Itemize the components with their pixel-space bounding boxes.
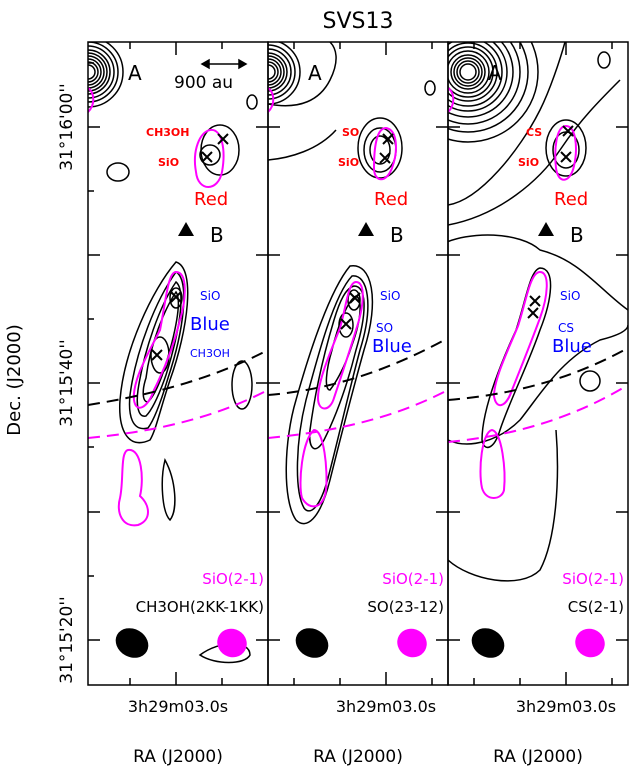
molecule-label: CH3OH(2KK-1KK)	[136, 598, 264, 616]
beam-black	[115, 628, 149, 658]
scale-bar-label: 900 au	[174, 73, 233, 93]
peak-markers	[527, 125, 574, 319]
sio-overlay-label: SiO(2-1)	[562, 570, 624, 588]
red-tag: CH3OH	[146, 126, 190, 139]
x-tick-label: 3h29m03.0s	[516, 697, 616, 716]
figure-title: SVS13	[323, 9, 394, 34]
sio-overlay-label: SiO(2-1)	[202, 570, 264, 588]
beam-magenta	[397, 628, 427, 658]
peak-markers	[340, 133, 394, 330]
red-lobe-contour	[545, 119, 587, 177]
y-tick-label: 31°15'40''	[57, 339, 77, 426]
molecule-label: SO(23-12)	[367, 598, 444, 616]
source-b-label: B	[390, 223, 404, 247]
red-lobe-label: Red	[194, 189, 228, 210]
y-tick-label: 31°16'00''	[57, 83, 77, 170]
blue-tag: SO	[376, 321, 393, 335]
peak-markers	[151, 133, 229, 361]
panel-3	[447, 41, 629, 686]
blue-lobe-label: Blue	[552, 336, 592, 357]
blue-tag: SiO	[560, 289, 580, 303]
x-tick-label: 3h29m03.0s	[128, 697, 228, 716]
panel-2-ticks	[268, 42, 448, 685]
panel-3-ticks	[448, 42, 628, 685]
molecule-label: CS(2-1)	[568, 598, 624, 616]
red-tag: SO	[342, 126, 359, 139]
red-lobe-label: Red	[374, 189, 408, 210]
source-a-contours	[268, 42, 301, 105]
source-a-label: A	[128, 61, 142, 85]
blue-lobe-label: Blue	[190, 314, 230, 335]
x-axis-label: RA (J2000)	[493, 747, 583, 767]
red-lobe-label: Red	[554, 189, 588, 210]
source-b-label: B	[210, 223, 224, 247]
panel-1-ticks	[88, 42, 268, 685]
source-a-label: A	[308, 61, 322, 85]
y-axis-label: Dec. (J2000)	[4, 324, 25, 435]
source-a-contours	[448, 42, 539, 143]
beam-magenta	[217, 628, 247, 658]
sio-overlay-label: SiO(2-1)	[382, 570, 444, 588]
panel-2	[267, 41, 449, 686]
blue-tag: SiO	[200, 289, 220, 303]
x-tick-label: 3h29m03.0s	[336, 697, 436, 716]
source-a-label: A	[488, 61, 502, 85]
red-tag: SiO	[338, 156, 359, 169]
blue-tag: SiO	[380, 289, 400, 303]
beam-black	[471, 628, 505, 658]
blue-jet-contours	[119, 261, 253, 522]
red-lobe-contour	[200, 124, 240, 176]
blue-tag: CH3OH	[190, 347, 230, 360]
red-lobe-contour	[357, 117, 403, 179]
red-tag: SiO	[518, 156, 539, 169]
scale-bar	[200, 58, 248, 70]
source-b-marker	[538, 222, 554, 236]
blue-jet-contours	[448, 234, 628, 582]
blue-tag: CS	[558, 321, 574, 335]
y-tick-label: 31°15'20''	[57, 596, 77, 683]
beam-black	[295, 628, 329, 658]
x-axis-label: RA (J2000)	[133, 747, 223, 767]
source-b-label: B	[570, 223, 584, 247]
blue-lobe-label: Blue	[372, 336, 412, 357]
x-axis-label: RA (J2000)	[313, 747, 403, 767]
source-a-contours	[88, 42, 124, 108]
red-tag: CS	[526, 126, 542, 139]
red-tag: SiO	[158, 156, 179, 169]
blue-jet-contours	[285, 265, 374, 525]
beam-magenta	[575, 628, 605, 658]
source-b-marker	[178, 222, 194, 236]
source-b-marker	[358, 222, 374, 236]
